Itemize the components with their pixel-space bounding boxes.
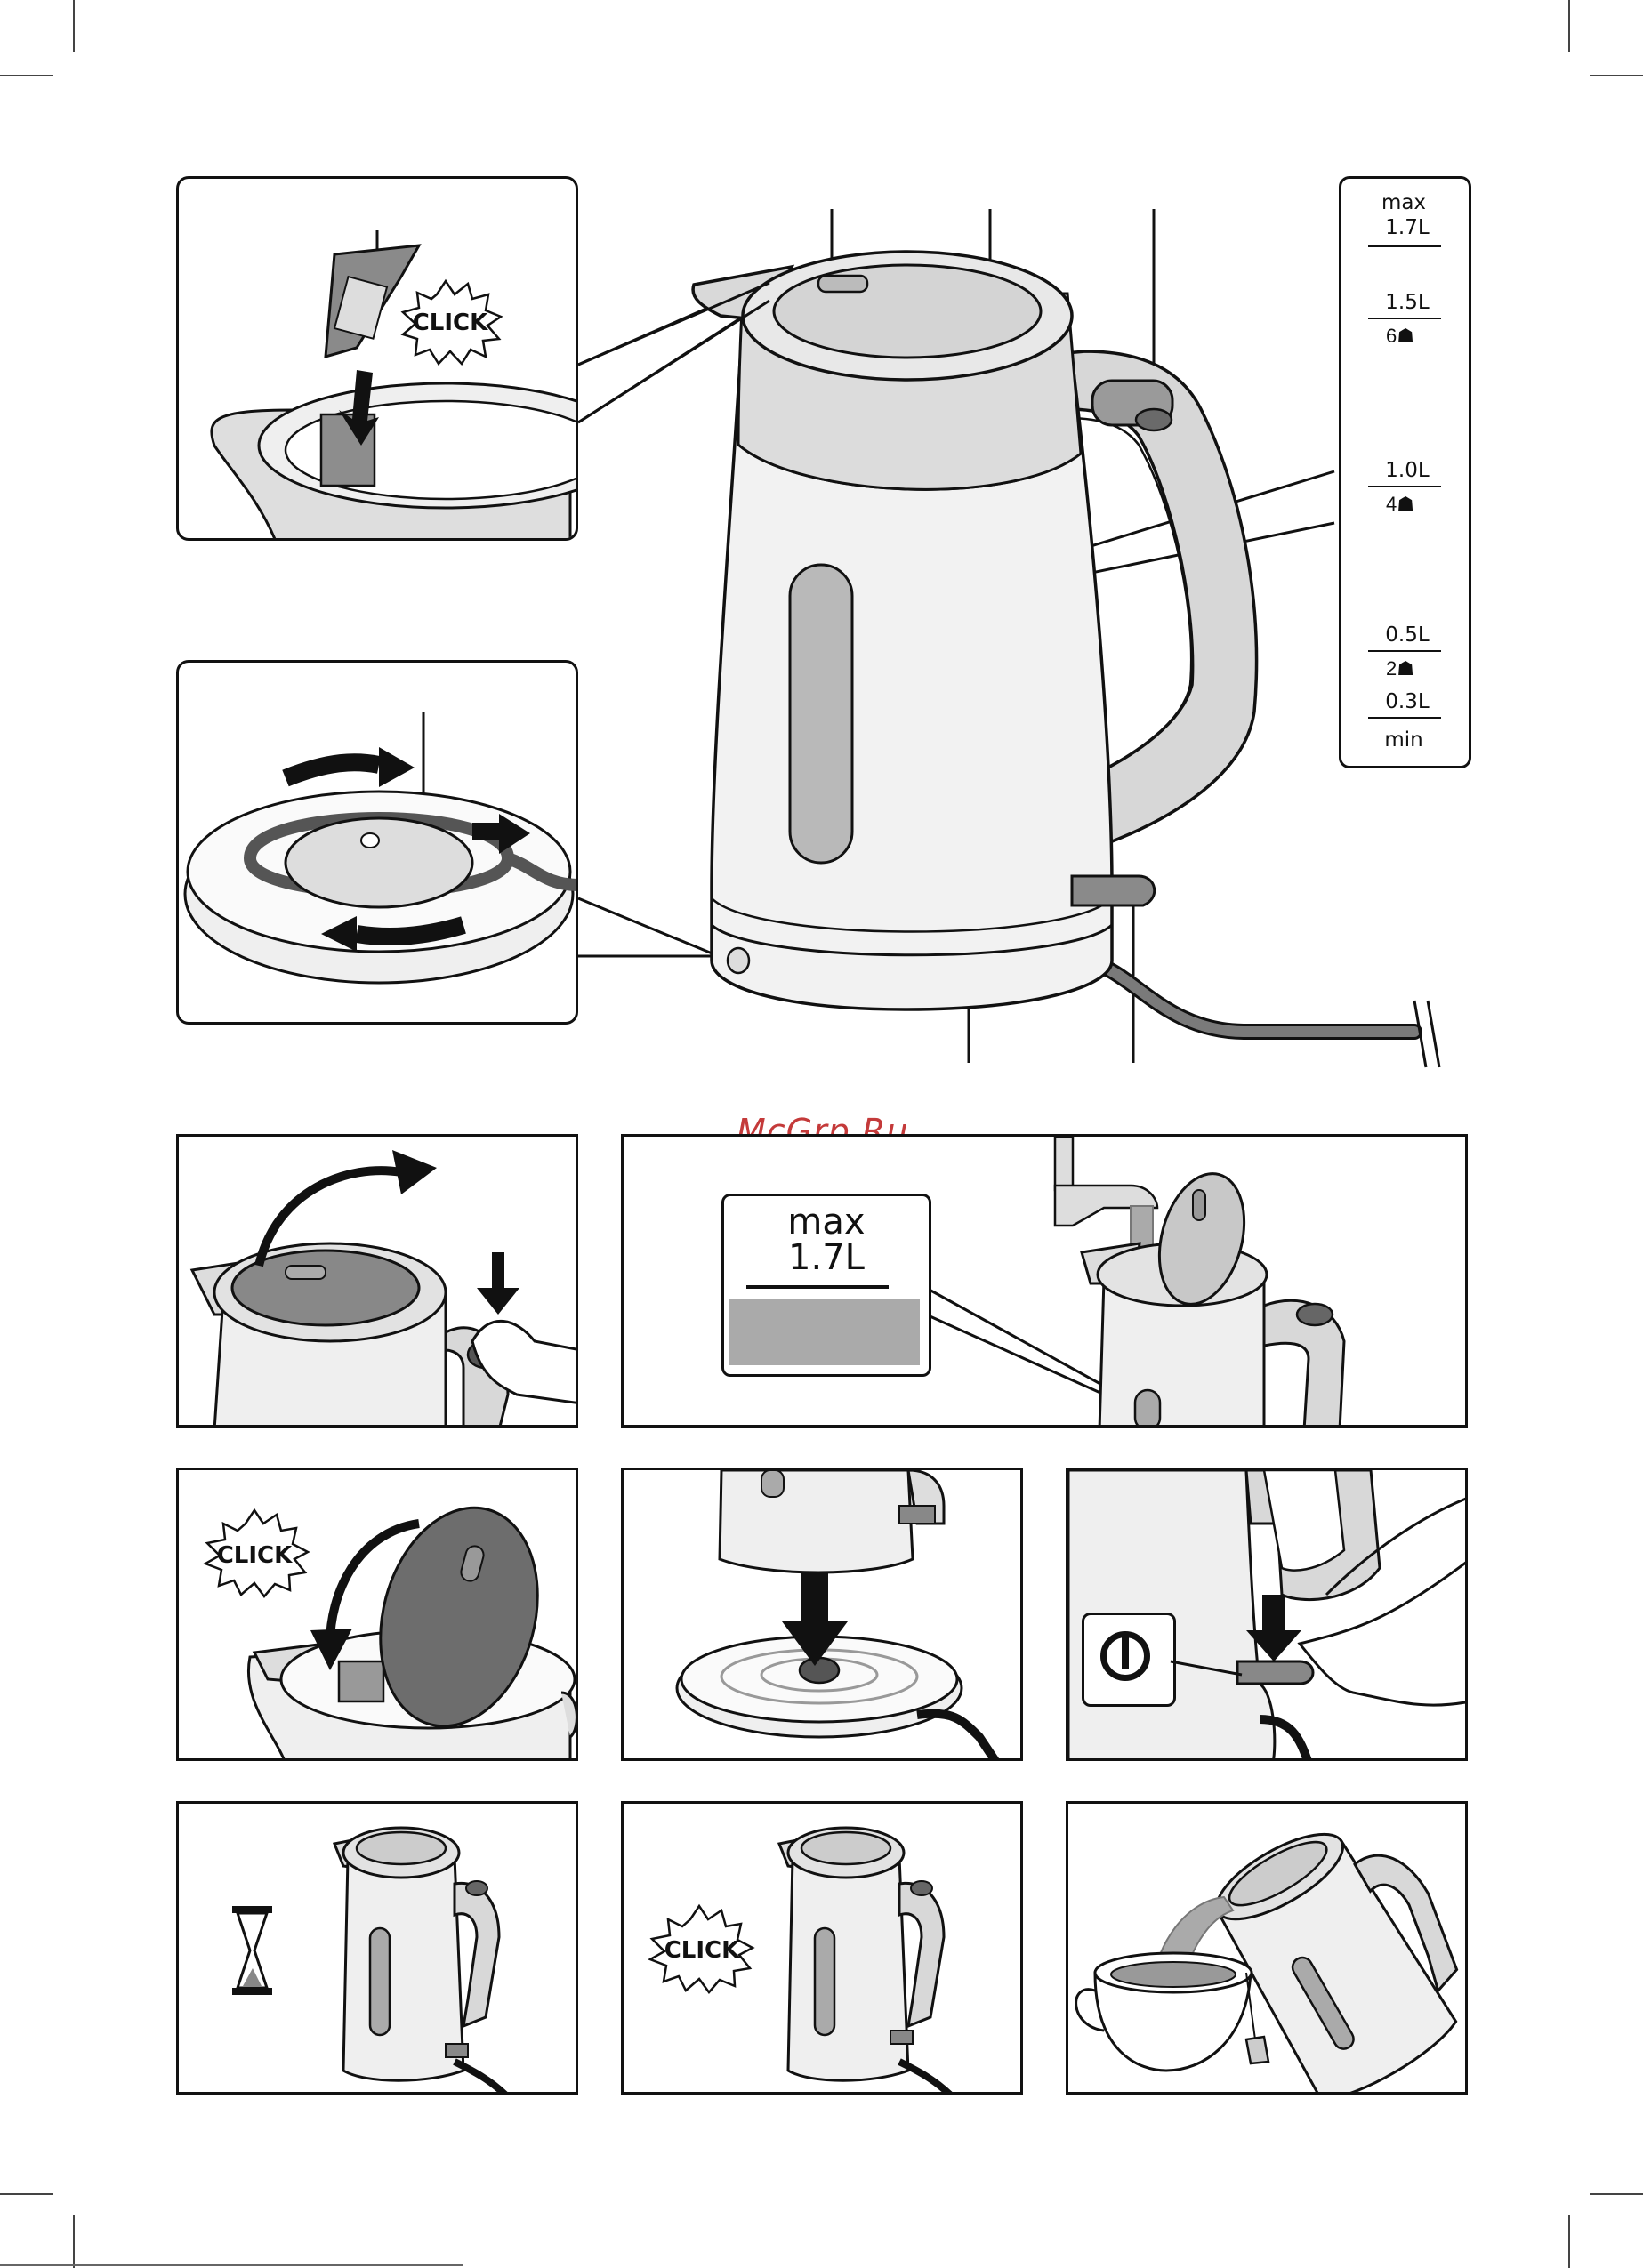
scale-mark-1-0-cups: 4☗ (1386, 493, 1414, 516)
cup-icon: ☗ (1397, 493, 1414, 515)
scale-mark-0-3-top: 0.3L (1354, 690, 1461, 713)
base-cord-illustration (179, 663, 578, 1025)
filter-insert-illustration: CLICK (179, 179, 578, 541)
step-boiling (176, 1801, 578, 2095)
scale-mark-1-0-top: 1.0L (1354, 459, 1461, 482)
click-label: CLICK (217, 1542, 293, 1569)
scale-mark-1-5-top: 1.5L (1354, 291, 1461, 314)
close-lid-illustration: CLICK (179, 1470, 578, 1761)
step-pour (1066, 1801, 1468, 2095)
capacity-scale: max 1.7L 1.5L 6☗ 1.0L 4☗ 0.5L 2☗ 0.3L mi… (1339, 176, 1471, 768)
auto-off-illustration: CLICK (624, 1804, 1023, 2095)
step-place-on-base (621, 1468, 1023, 1761)
max-level-callout: max 1.7L (721, 1194, 931, 1377)
scale-mark-min: min (1350, 728, 1457, 752)
max-callout-bottom: 1.7L (724, 1237, 929, 1278)
scale-mark-0-5-cups: 2☗ (1386, 657, 1414, 680)
step-open-lid (176, 1134, 578, 1428)
footer-rule (0, 2264, 463, 2266)
scale-mark-max-bottom: 1.7L (1354, 216, 1461, 239)
detail-base-panel (176, 660, 578, 1025)
click-label: CLICK (664, 1937, 740, 1964)
step-auto-off: CLICK (621, 1801, 1023, 2095)
cup-icon: ☗ (1397, 657, 1414, 680)
scale-mark-1-5-cups: 6☗ (1386, 325, 1414, 348)
step-switch-on (1066, 1468, 1468, 1761)
click-label: CLICK (413, 310, 488, 336)
place-on-base-illustration (624, 1470, 1023, 1761)
scale-mark-0-5-top: 0.5L (1354, 623, 1461, 647)
hourglass-icon (232, 1906, 272, 1995)
scale-mark-max-top: max (1350, 191, 1457, 214)
water-level-swatch (729, 1299, 920, 1365)
step-close-lid: CLICK (176, 1468, 578, 1761)
step-fill-water: max 1.7L (621, 1134, 1468, 1428)
detail-filter-panel: CLICK (176, 176, 578, 541)
cup-icon: ☗ (1397, 325, 1414, 347)
pour-illustration (1068, 1804, 1468, 2095)
open-lid-illustration (179, 1137, 578, 1428)
boiling-illustration (179, 1804, 578, 2095)
